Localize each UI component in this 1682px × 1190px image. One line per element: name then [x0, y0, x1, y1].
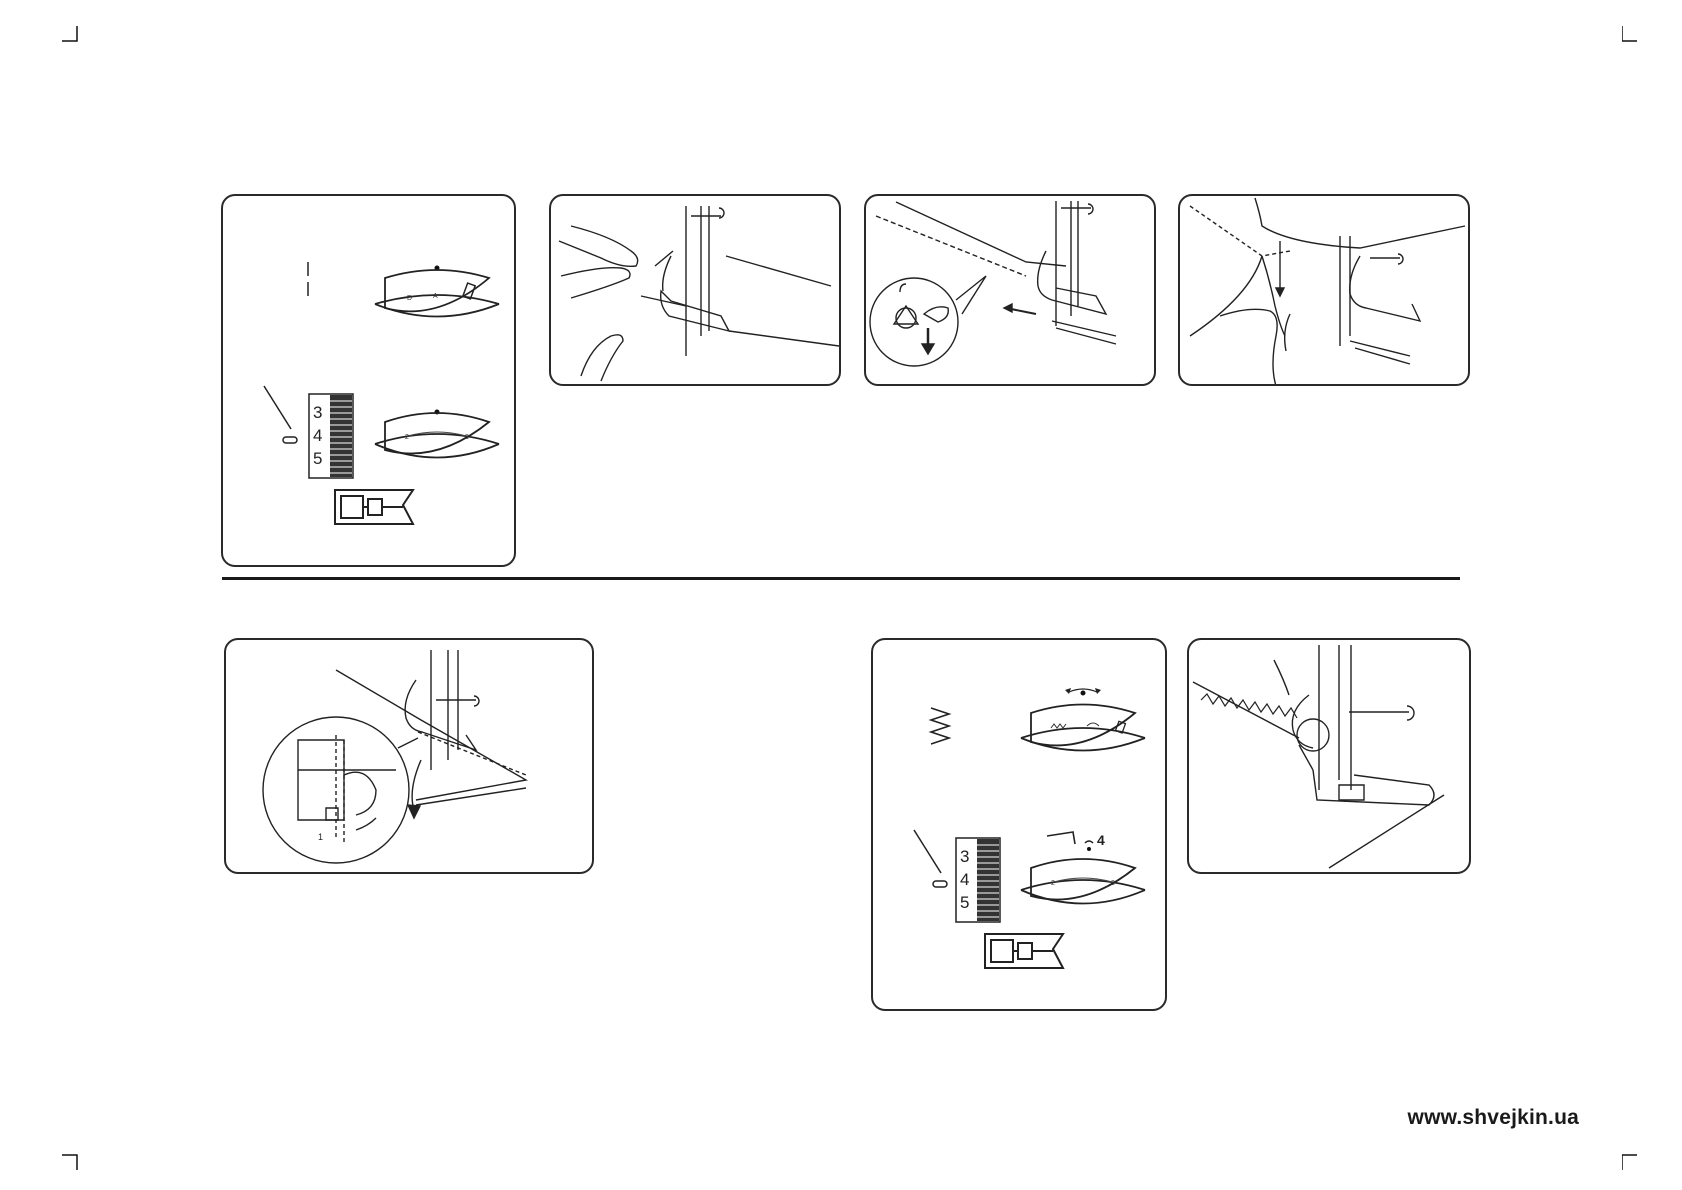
ruler-number: 3: [313, 403, 322, 422]
illustration-reverse-lever: [864, 194, 1156, 386]
crop-mark-top-right: [1622, 26, 1638, 42]
sewing-machine-illustration: [551, 196, 841, 386]
sewing-machine-illustration: [1180, 196, 1470, 386]
presser-foot-icon: [985, 934, 1063, 968]
ruler-number: 5: [960, 893, 969, 912]
zigzag-stitch-icon: [931, 708, 949, 744]
crop-mark-bottom-left: [62, 1154, 78, 1170]
settings-panel-straight-stitch: D A 3 4 5: [221, 194, 516, 567]
svg-text:2: 2: [405, 434, 409, 441]
stitch-width-indicator-icon: 4: [1047, 832, 1105, 851]
svg-text:D: D: [407, 295, 412, 302]
svg-text:1: 1: [318, 832, 323, 842]
sewing-machine-illustration: 1: [226, 640, 594, 874]
section-divider: [222, 577, 1460, 580]
presser-foot-icon: [335, 490, 413, 524]
illustration-seam-guide: 1: [224, 638, 594, 874]
svg-text:3: 3: [1111, 880, 1115, 887]
illustration-hands-guiding-fabric: [549, 194, 841, 386]
website-url[interactable]: www.shvejkin.ua: [1408, 1106, 1579, 1130]
ruler-number: 5: [313, 449, 322, 468]
pattern-dial-icon: [1021, 688, 1145, 751]
pattern-dial-icon: D A: [375, 266, 499, 317]
needle-position-pointer-icon: [264, 386, 297, 443]
stitch-length-label: 4: [1097, 832, 1105, 848]
svg-text:3: 3: [465, 434, 469, 441]
crop-mark-bottom-right: [1622, 1154, 1638, 1170]
stitch-length-ruler-icon: 3 4 5: [309, 394, 353, 478]
sewing-machine-illustration: [1189, 640, 1471, 874]
stitch-length-ruler-icon: 3 4 5: [956, 838, 1000, 922]
settings-panel-zigzag-stitch: 3 4 5 4 2 3: [871, 638, 1167, 1011]
ruler-number: 4: [960, 870, 969, 889]
svg-text:A: A: [433, 293, 438, 300]
illustration-thread-cutter: [1178, 194, 1470, 386]
stitch-length-dial-icon: 2 3: [375, 410, 499, 458]
stitch-length-dial-icon: 2 3: [1021, 859, 1145, 904]
crop-mark-top-left: [62, 26, 78, 42]
ruler-number: 3: [960, 847, 969, 866]
sewing-machine-illustration: [866, 196, 1156, 386]
needle-position-pointer-icon: [914, 830, 947, 887]
illustration-zigzag-stitching: [1187, 638, 1471, 874]
svg-text:2: 2: [1051, 880, 1055, 887]
ruler-number: 4: [313, 426, 322, 445]
